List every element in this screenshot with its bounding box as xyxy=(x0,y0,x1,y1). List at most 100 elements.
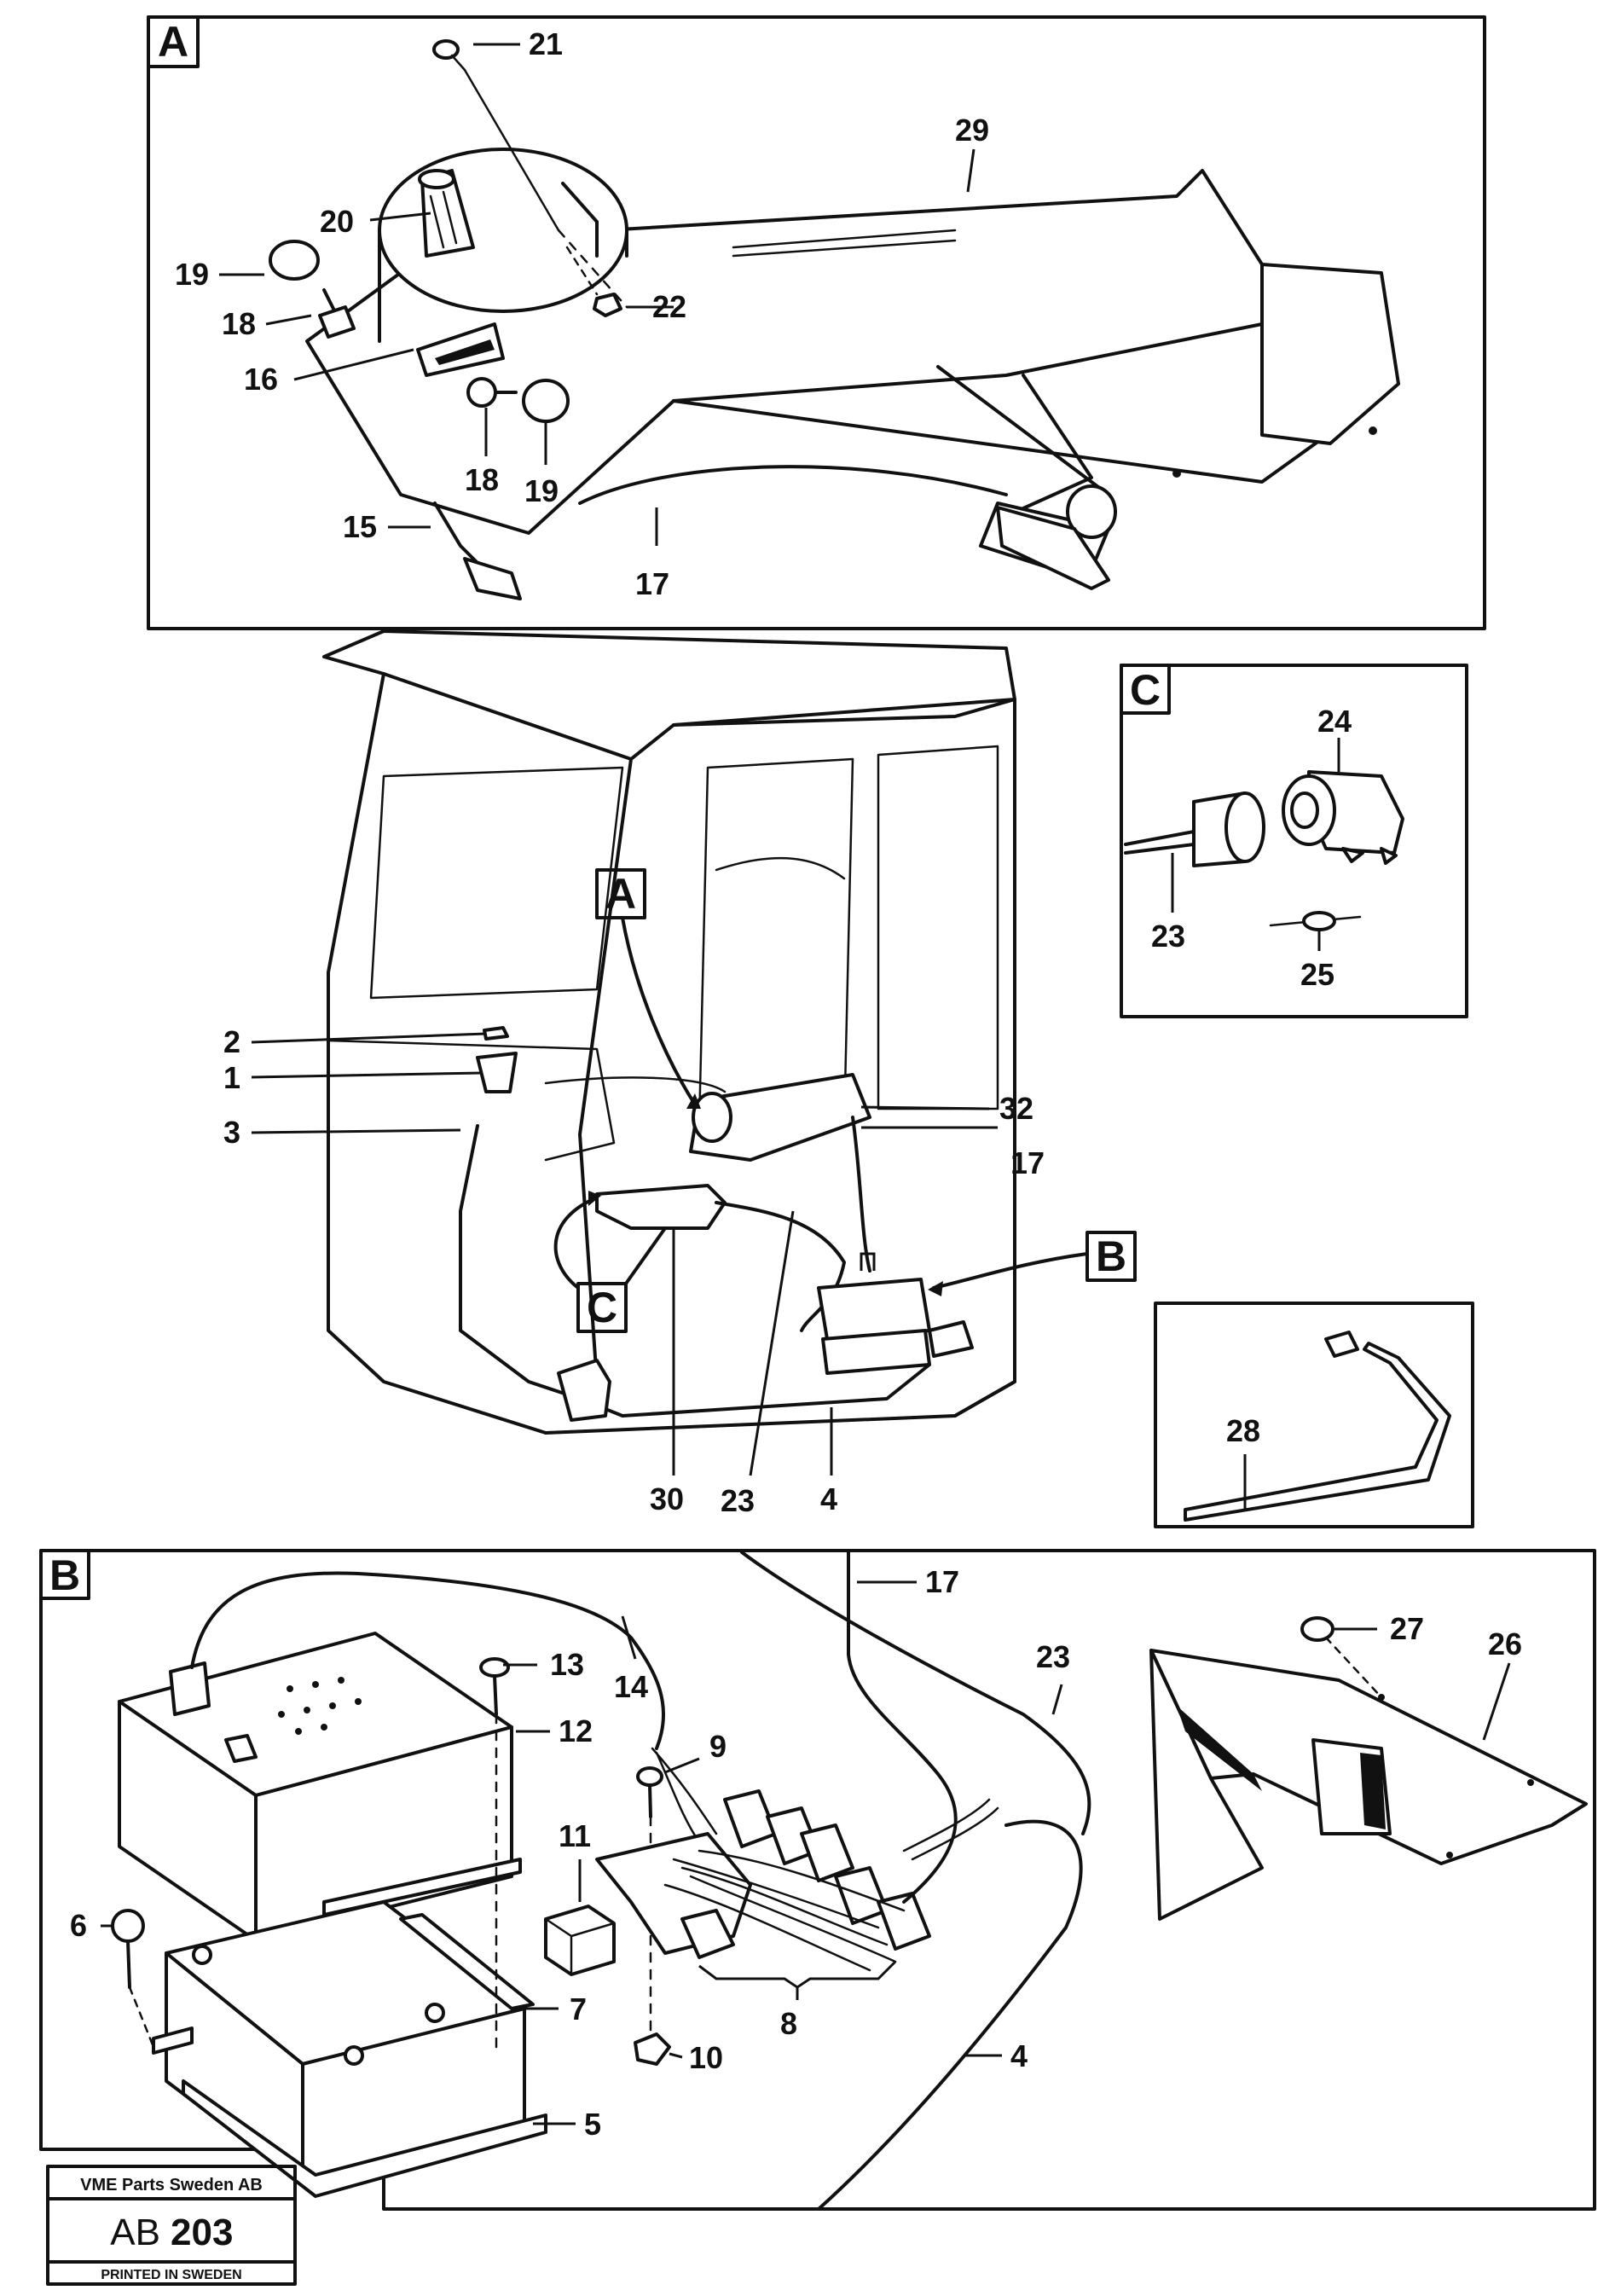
marker-a: A xyxy=(605,870,636,918)
cable-item-17-a xyxy=(578,465,1008,505)
harness-item-14 xyxy=(190,1571,665,1750)
callout-15: 15 xyxy=(343,509,377,544)
callout-21: 21 xyxy=(529,26,563,61)
callout-13: 13 xyxy=(550,1647,584,1682)
callout-19-lower: 19 xyxy=(524,473,559,508)
callout-19-top: 19 xyxy=(175,257,209,292)
marker-c-line xyxy=(624,1226,667,1285)
relay-cluster-item-8 xyxy=(595,1789,999,1972)
callout-26: 26 xyxy=(1488,1626,1522,1661)
callout-4-cab: 4 xyxy=(820,1481,837,1516)
stamp-code-number: 203 xyxy=(171,2212,233,2253)
switch-item-1 xyxy=(476,1052,518,1093)
switch-item-18-top xyxy=(318,288,356,339)
mount-box-item-5 xyxy=(152,1900,547,2198)
callout-23-b: 23 xyxy=(1036,1639,1070,1674)
panel-c: C 24 23 25 xyxy=(1120,664,1468,1018)
panel-cable-28: 28 xyxy=(1154,1302,1474,1528)
callout-14: 14 xyxy=(614,1669,648,1704)
callout-28: 28 xyxy=(1226,1413,1260,1448)
panel-b-frame xyxy=(39,1549,1596,2211)
rail-item-7 xyxy=(399,1913,535,2010)
marker-b: B xyxy=(1096,1232,1126,1280)
harness-item-3 xyxy=(459,1124,931,1418)
callout-4-b: 4 xyxy=(1010,2038,1028,2073)
cable-item-4-b xyxy=(817,1819,1083,2211)
callout-29: 29 xyxy=(955,113,989,148)
panel-b-tag: B xyxy=(49,1551,80,1599)
grommet-item-23 xyxy=(1124,791,1265,867)
bracket-item-26 xyxy=(1149,1649,1588,1921)
panel-b: B xyxy=(39,1549,1596,2211)
callout-3: 3 xyxy=(223,1115,240,1150)
bulb-item-25 xyxy=(1269,911,1362,931)
panel-a-tag: A xyxy=(158,18,188,66)
callout-11: 11 xyxy=(559,1818,591,1853)
control-box-in-cab xyxy=(817,1278,974,1375)
marker-c-box xyxy=(576,1282,628,1333)
callout-32: 32 xyxy=(999,1091,1033,1126)
panel-c-tag-box xyxy=(1120,664,1171,715)
nut-item-22 xyxy=(565,246,622,317)
cab-overview: A B C 2 1 3 32 17 30 23 4 xyxy=(223,629,1137,1518)
screw-item-13 xyxy=(479,1657,510,2049)
knob-item-20 xyxy=(418,169,475,258)
callout-5: 5 xyxy=(584,2107,601,2142)
stamp-printed: PRINTED IN SWEDEN xyxy=(101,2268,241,2282)
panel-b-tag-box xyxy=(39,1549,90,1600)
cable-item-23-b xyxy=(740,1551,1091,1835)
cable-item-17-b xyxy=(847,1551,958,1904)
marker-b-box xyxy=(1085,1231,1137,1282)
strap-connector xyxy=(1324,1331,1359,1358)
callout-12: 12 xyxy=(559,1713,593,1748)
brace-item-8 xyxy=(698,1960,897,1989)
control-console xyxy=(305,148,1400,582)
cable-item-17-cab xyxy=(851,1116,871,1273)
callout-20: 20 xyxy=(320,204,354,239)
callout-9: 9 xyxy=(709,1729,727,1764)
callout-7: 7 xyxy=(570,1992,587,2026)
marker-a-arrow xyxy=(621,916,697,1106)
callout-17-b: 17 xyxy=(925,1564,959,1599)
callout-2: 2 xyxy=(223,1024,240,1059)
cable-item-23-cab xyxy=(715,1201,846,1332)
callout-10: 10 xyxy=(689,2040,723,2075)
callout-18-top: 18 xyxy=(222,306,256,341)
stamp-company: VME Parts Sweden AB xyxy=(80,2176,263,2195)
control-unit-item-12 xyxy=(118,1632,522,1942)
panel-28-frame xyxy=(1154,1302,1474,1528)
cap-item-19-top xyxy=(269,240,320,281)
stamp-code-prefix: AB xyxy=(110,2212,160,2253)
cap-item-2 xyxy=(483,1026,509,1041)
panel-c-frame xyxy=(1120,664,1468,1018)
strap-item-28 xyxy=(1184,1342,1451,1522)
stamp-frame xyxy=(46,2165,297,2286)
marker-c: C xyxy=(587,1284,617,1331)
marker-c-arrow xyxy=(553,1197,597,1290)
callout-27: 27 xyxy=(1390,1611,1424,1646)
callout-16: 16 xyxy=(244,362,278,397)
bolt-item-6 xyxy=(111,1909,155,2049)
screw-item-27 xyxy=(1300,1616,1383,1699)
screw-item-21 xyxy=(432,39,560,232)
floor-bracket xyxy=(557,1359,611,1422)
callout-23-cab: 23 xyxy=(721,1483,755,1518)
publisher-stamp: VME Parts Sweden AB AB 203 PRINTED IN SW… xyxy=(46,2165,297,2286)
callout-30: 30 xyxy=(650,1481,684,1516)
callout-25: 25 xyxy=(1300,957,1334,992)
lamp-socket-item-24 xyxy=(1282,770,1404,865)
callout-22: 22 xyxy=(652,289,686,324)
panel-a: A xyxy=(147,15,1486,630)
callout-23-c: 23 xyxy=(1151,919,1185,954)
harness-item-15 xyxy=(433,502,522,600)
callout-18-lower: 18 xyxy=(465,462,499,497)
marker-b-arrow xyxy=(932,1252,1089,1290)
callout-17-a: 17 xyxy=(635,566,669,601)
relay-board-item-30 xyxy=(595,1184,727,1230)
console-item-32 xyxy=(689,1073,871,1162)
callout-8: 8 xyxy=(780,2006,797,2041)
callout-6: 6 xyxy=(70,1908,87,1943)
panel-a-frame xyxy=(147,15,1486,630)
pedal xyxy=(996,506,1110,590)
